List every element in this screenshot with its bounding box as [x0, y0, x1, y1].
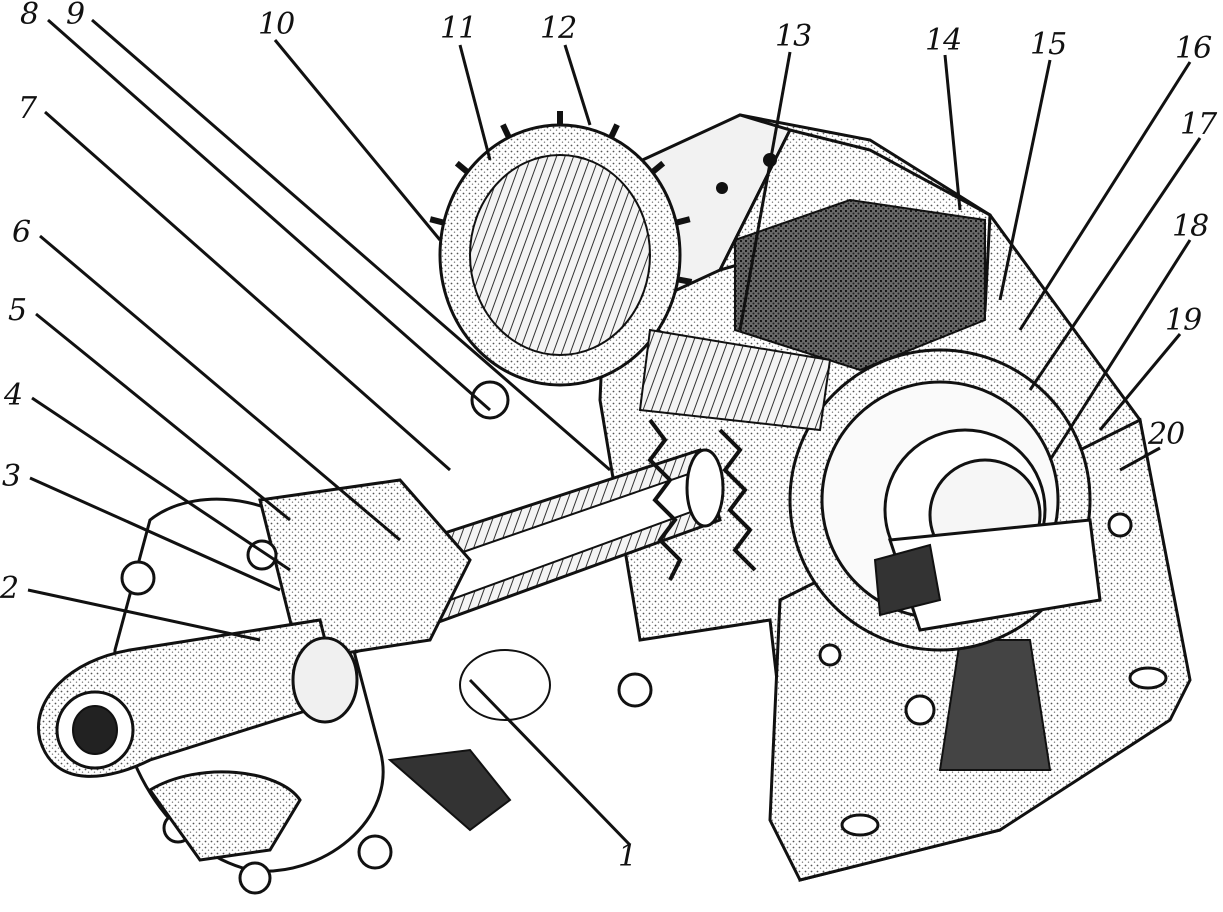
callout-14: 14 — [925, 23, 962, 58]
callout-10: 10 — [258, 7, 295, 42]
callout-16: 16 — [1175, 31, 1212, 66]
callout-12: 12 — [540, 11, 577, 46]
leader-line-14 — [943, 54, 962, 211]
leader-lines — [27, 18, 1202, 847]
leader-line-17 — [1028, 137, 1202, 391]
leader-line-10 — [273, 39, 442, 241]
upper-gear — [429, 111, 693, 387]
leader-line-5 — [35, 312, 291, 522]
callout-7: 7 — [18, 91, 37, 126]
leader-line-15 — [998, 59, 1052, 301]
leader-line-3 — [29, 476, 281, 592]
callout-18: 18 — [1172, 209, 1209, 244]
callout-20: 20 — [1148, 417, 1185, 452]
callout-11: 11 — [440, 11, 477, 46]
leader-line-1 — [468, 678, 632, 847]
leader-line-4 — [31, 396, 291, 572]
leader-line-13 — [738, 51, 792, 331]
callout-1: 1 — [618, 839, 637, 874]
output-yoke — [37, 618, 551, 862]
callout-5: 5 — [8, 293, 27, 328]
leader-line-7 — [44, 110, 451, 472]
leader-line-12 — [563, 44, 592, 126]
leader-line-11 — [458, 44, 492, 161]
callout-4: 4 — [4, 378, 23, 413]
large-gear — [788, 348, 1102, 652]
leader-line-16 — [1018, 61, 1192, 331]
leader-line-6 — [39, 234, 401, 542]
leader-line-9 — [91, 18, 611, 472]
callout-17: 17 — [1180, 107, 1217, 142]
callout-3: 3 — [2, 459, 21, 494]
callout-19: 19 — [1165, 303, 1202, 338]
leader-line-18 — [1048, 239, 1192, 461]
callout-6: 6 — [12, 215, 31, 250]
callout-15: 15 — [1030, 27, 1067, 62]
callout-9: 9 — [66, 0, 85, 32]
leader-line-19 — [1098, 333, 1182, 431]
callout-13: 13 — [775, 19, 812, 54]
leader-line-8 — [47, 18, 491, 412]
leader-line-2 — [27, 588, 261, 642]
callout-2: 2 — [0, 571, 19, 606]
leader-line-20 — [1119, 446, 1161, 472]
callout-8: 8 — [20, 0, 39, 32]
